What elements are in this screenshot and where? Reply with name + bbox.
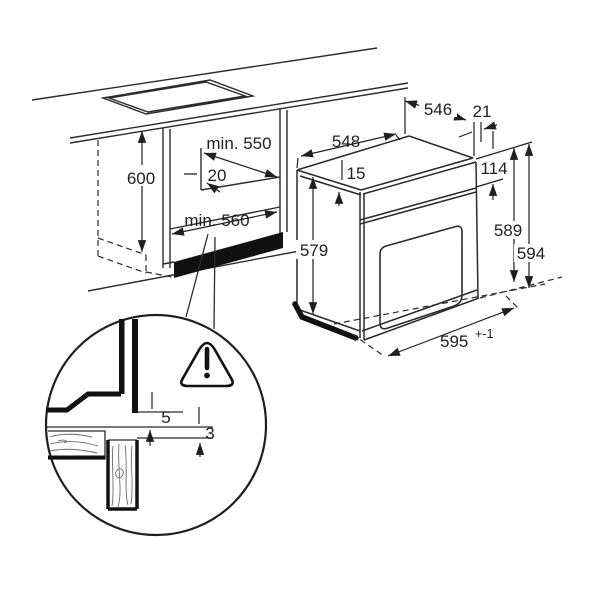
dim-label-niche-height: 600: [127, 169, 155, 188]
worktop-and-cabinet: [31, 47, 409, 292]
dim-label-total-height: 594: [517, 244, 545, 263]
dim-label-front-width-tolerance: +-1: [475, 327, 493, 341]
oven-body-lines: [296, 135, 480, 341]
callout-pointer-lines: [185, 233, 216, 330]
wood-post-grain: [111, 443, 133, 508]
hob-cutout: [100, 79, 256, 115]
oven-dimensions: 548 546 21 15 114 589 594 579 595 +-1: [296, 97, 549, 357]
section-rear-bar-left: [119, 319, 125, 394]
dim-label-niche-depth-top: min. 550: [206, 134, 271, 153]
section-bottom-profile: [46, 391, 121, 413]
dim-arrows-15: [339, 160, 342, 206]
dim-579-mask: [296, 240, 333, 259]
warning-triangle-icon: [180, 341, 234, 388]
dim-label-niche-depth-bottom: min. 560: [184, 211, 249, 230]
dim-line-548: [300, 132, 397, 158]
wood-board-grain: [49, 433, 99, 454]
dim-line-min560: [171, 210, 278, 236]
dim-label-panel-height: 114: [480, 159, 507, 178]
section-rear-bar-right: [132, 319, 138, 413]
dim-arrows-3: [199, 407, 200, 457]
dim-600-mask: [120, 165, 162, 186]
detail-callout: 5 3: [44, 233, 268, 537]
cabinet-dimensions: 600 min. 550 20 min. 560: [120, 131, 278, 252]
dim-arrows-21: [458, 125, 497, 137]
dim-label-gap-lower: 3: [205, 424, 214, 443]
dim-ext-548: [296, 134, 401, 169]
oven-foot: [292, 301, 359, 341]
dim-arrows-20: [184, 174, 220, 192]
hidden-plinth-lines: [97, 140, 173, 278]
dim-label-rear-gap: 20: [208, 166, 227, 185]
exclamation-dot: [204, 372, 210, 379]
dim-label-front-height: 589: [494, 221, 522, 240]
dim-589-mask: [492, 221, 525, 239]
wood-post-edges: [106, 440, 139, 511]
dim-594-mask: [514, 244, 549, 262]
dim-line-595: [387, 307, 515, 357]
dim-546-mask: [419, 100, 457, 117]
dim-arrows-5: [150, 392, 152, 446]
detail-circle: [44, 313, 268, 537]
dim-line-min550: [203, 152, 278, 178]
oven-door-window: [379, 225, 463, 330]
dim-label-top-clearance: 15: [347, 164, 366, 183]
dim-label-front-overhang: 21: [473, 102, 492, 121]
dim-label-body-depth: 546: [424, 100, 452, 119]
dim-ext-21: [473, 122, 482, 156]
oven-extension-dashed: [333, 276, 563, 357]
plinth-shadow-band: [174, 232, 283, 278]
dim-label-front-width: 595: [440, 332, 468, 351]
dim-label-gap-upper: 5: [161, 408, 170, 427]
dim-label-body-width: 548: [332, 132, 360, 151]
dim-label-body-side-height: 579: [300, 241, 328, 260]
worktop-lines: [31, 47, 409, 144]
